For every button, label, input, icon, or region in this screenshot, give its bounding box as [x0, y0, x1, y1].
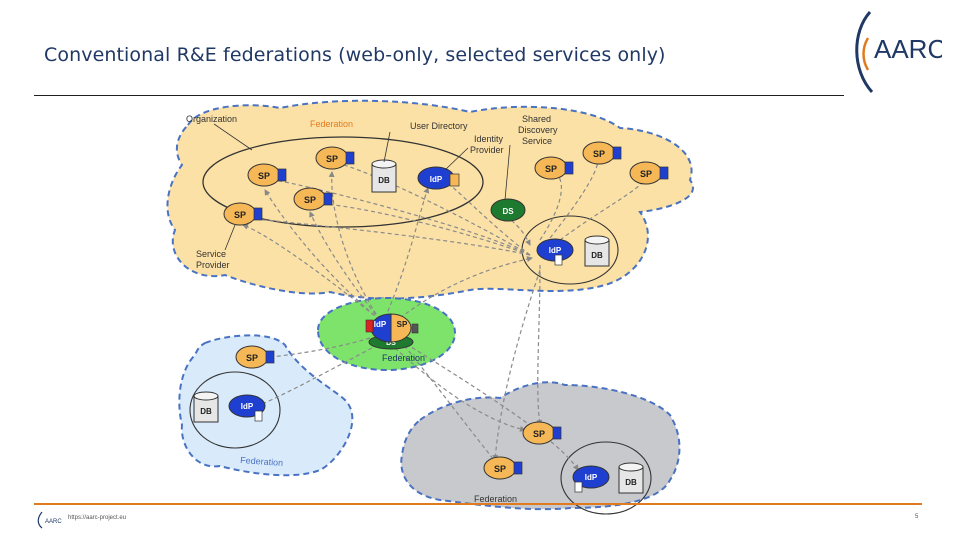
- footer-url[interactable]: https://aarc-project.eu: [68, 515, 127, 521]
- blue-federation-cloud: [178, 334, 354, 477]
- label-identity-provider: Identity Provider: [470, 134, 506, 155]
- db-label: DB: [625, 478, 637, 487]
- aarc-logo: AARC: [855, 10, 942, 94]
- sp-label: SP: [234, 210, 246, 220]
- organization-ellipse: [202, 136, 484, 228]
- sp-node: SP: [315, 146, 355, 170]
- service-provider-line1: Service: [196, 249, 226, 259]
- sp-node: SP: [582, 141, 622, 165]
- sp-label: SP: [326, 154, 338, 164]
- sp-node: SP: [293, 187, 333, 211]
- sp-node: SP: [235, 345, 275, 369]
- title-underline: [34, 95, 844, 96]
- org-ellipse-grey: [560, 441, 652, 515]
- db-node: DB: [371, 159, 397, 193]
- federation-hub: DS IdP SP: [365, 313, 419, 350]
- callout-lines: [213, 123, 511, 251]
- slide-title: Conventional R&E federations (web-only, …: [44, 44, 666, 66]
- label-service-provider: Service Provider: [196, 249, 230, 270]
- label-shared-discovery-service: Shared Discovery Service: [518, 114, 560, 146]
- idp-node: IdP: [536, 238, 574, 266]
- hub-sp-label: SP: [397, 320, 408, 329]
- sp-label: SP: [533, 429, 545, 439]
- sp-node: SP: [483, 456, 523, 480]
- sds-line3: Service: [522, 136, 552, 146]
- org-ellipse-blue: [189, 371, 281, 449]
- idp-label: IdP: [241, 402, 254, 411]
- db-node: DB: [193, 391, 219, 423]
- sp-node: SP: [534, 156, 574, 180]
- page-number: 5: [915, 514, 919, 520]
- sp-node: SP: [247, 163, 287, 187]
- idp-node: IdP: [572, 465, 610, 493]
- db-node: DB: [618, 462, 644, 494]
- aarc-logo-text: AARC: [874, 34, 942, 64]
- label-organization: Organization: [186, 114, 237, 124]
- sp-node: SP: [522, 421, 562, 445]
- db-label: DB: [200, 407, 212, 416]
- grey-federation-cloud: [400, 381, 681, 511]
- label-federation-blue: Federation: [240, 455, 284, 468]
- aarc-bracket-icon: [855, 10, 874, 94]
- db-label: DB: [378, 176, 390, 185]
- idp-node: IdP: [417, 166, 460, 190]
- sp-label: SP: [640, 169, 652, 179]
- ds-node: DS: [490, 198, 526, 222]
- sds-line1: Shared: [522, 114, 551, 124]
- sp-node: SP: [223, 202, 263, 226]
- sp-label: SP: [593, 149, 605, 159]
- label-federation-main: Federation: [310, 119, 353, 129]
- label-federation-grey: Federation: [474, 494, 517, 504]
- sp-label: SP: [258, 171, 270, 181]
- identity-provider-line2: Provider: [470, 145, 504, 155]
- idp-label: IdP: [585, 473, 598, 482]
- idp-label: IdP: [430, 175, 443, 184]
- svg-text:AARC: AARC: [45, 519, 62, 525]
- sds-line2: Discovery: [518, 125, 558, 135]
- db-node: DB: [584, 235, 610, 267]
- sp-node: SP: [629, 161, 669, 185]
- ds-label: DS: [502, 207, 514, 216]
- db-label: DB: [591, 251, 603, 260]
- label-federation-green: Federation: [382, 353, 425, 363]
- footer-aarc-logo: AARC: [37, 511, 62, 529]
- label-user-directory: User Directory: [410, 121, 468, 131]
- sp-label: SP: [545, 164, 557, 174]
- idp-node: IdP: [228, 394, 266, 422]
- sp-label: SP: [494, 464, 506, 474]
- hub-idp-label: IdP: [374, 320, 387, 329]
- sp-label: SP: [246, 353, 258, 363]
- idp-label: IdP: [549, 246, 562, 255]
- identity-provider-line1: Identity: [474, 134, 504, 144]
- hub-ds-label: DS: [386, 340, 396, 347]
- sp-label: SP: [304, 195, 316, 205]
- footer-rule: [34, 503, 922, 505]
- service-provider-line2: Provider: [196, 260, 230, 270]
